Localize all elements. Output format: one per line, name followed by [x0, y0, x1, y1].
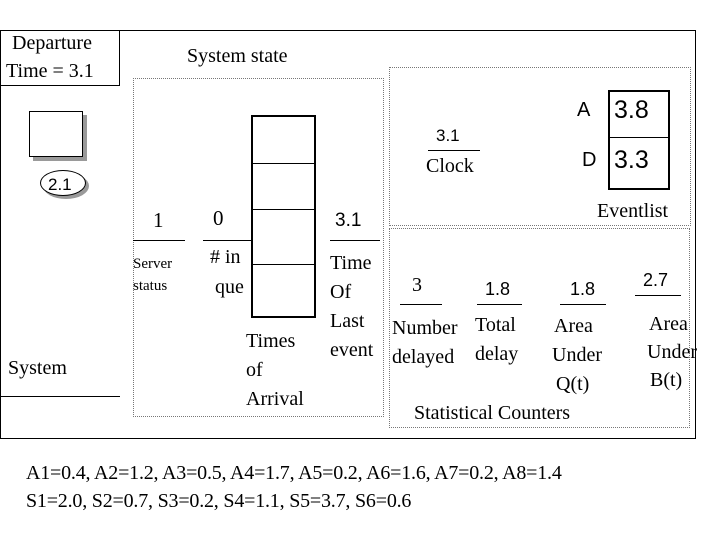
eventlist-key-d: D — [582, 149, 597, 171]
times-of-arrival-label-line1: Times — [246, 330, 296, 352]
eventlist-key-a: A — [577, 99, 591, 121]
area-under-q-underline — [560, 304, 606, 305]
departure-label-line2: Time = 3.1 — [6, 60, 94, 82]
number-delayed-label-line2: delayed — [392, 346, 455, 368]
area-under-b-value: 2.7 — [643, 270, 669, 290]
eventlist-value-a: 3.8 — [614, 96, 649, 124]
server-status-label-line2: status — [133, 278, 168, 294]
queue-count-label-line1: # in — [210, 246, 241, 268]
last-event-time-underline — [330, 240, 380, 241]
total-delay-label-line2: delay — [475, 343, 519, 365]
eventlist-label: Eventlist — [597, 200, 669, 222]
arrival-times-stack — [251, 115, 316, 318]
eventlist-value-d: 3.3 — [614, 146, 649, 174]
total-delay-underline — [477, 304, 522, 305]
number-delayed-underline — [400, 304, 442, 305]
statistical-counters-region — [389, 228, 690, 428]
area-under-q-value: 1.8 — [570, 279, 596, 299]
clock-underline — [428, 150, 480, 151]
server-status-line — [133, 240, 185, 241]
area-under-b-label-line2: Under — [647, 341, 697, 363]
area-under-b-label-line1: Area — [649, 313, 688, 335]
arrival-circle-value: 2.1 — [48, 175, 72, 194]
eventlist-region — [389, 67, 691, 226]
queue-count-label-line2: que — [215, 276, 244, 298]
clock-label: Clock — [426, 155, 474, 177]
system-state-label: System state — [187, 45, 288, 67]
area-under-q-label-line3: Q(t) — [556, 373, 590, 395]
stack-divider — [251, 264, 316, 265]
queue-count-value: 0 — [213, 206, 224, 230]
stack-divider — [251, 209, 316, 210]
number-delayed-label-line1: Number — [392, 317, 458, 339]
queue-count-line — [203, 240, 251, 241]
number-delayed-value: 3 — [412, 274, 422, 296]
service-times-line: S1=2.0, S2=0.7, S3=0.2, S4=1.1, S5=3.7, … — [26, 490, 412, 512]
system-label: System — [8, 357, 67, 379]
server-status-value: 1 — [153, 208, 164, 232]
system-frame — [0, 30, 120, 439]
interarrival-times-line: A1=0.4, A2=1.2, A3=0.5, A4=1.7, A5=0.2, … — [26, 462, 562, 484]
server-box — [29, 111, 83, 157]
stack-divider — [251, 163, 316, 164]
clock-value: 3.1 — [436, 126, 460, 145]
area-under-b-label-line3: B(t) — [650, 369, 683, 391]
arrival-circle — [40, 170, 86, 196]
statistical-counters-title: Statistical Counters — [414, 402, 571, 424]
area-under-q-label-line2: Under — [552, 344, 602, 366]
server-status-label-line1: Server — [133, 256, 173, 272]
times-of-arrival-label-line2: of — [246, 359, 263, 381]
times-of-arrival-label-line3: Arrival — [246, 388, 304, 410]
departure-box — [0, 30, 120, 86]
total-delay-value: 1.8 — [485, 279, 511, 299]
last-event-time-label: Time Of Last event — [330, 252, 374, 361]
system-state-region — [133, 78, 384, 417]
area-under-q-label-line1: Area — [554, 315, 593, 337]
area-under-b-underline — [635, 295, 681, 296]
last-event-time-value: 3.1 — [335, 210, 362, 231]
departure-label-line1: Departure — [12, 32, 92, 54]
eventlist-divider — [608, 137, 670, 138]
total-delay-label-line1: Total — [475, 314, 516, 336]
system-divider — [0, 396, 120, 397]
eventlist-table — [608, 90, 670, 190]
